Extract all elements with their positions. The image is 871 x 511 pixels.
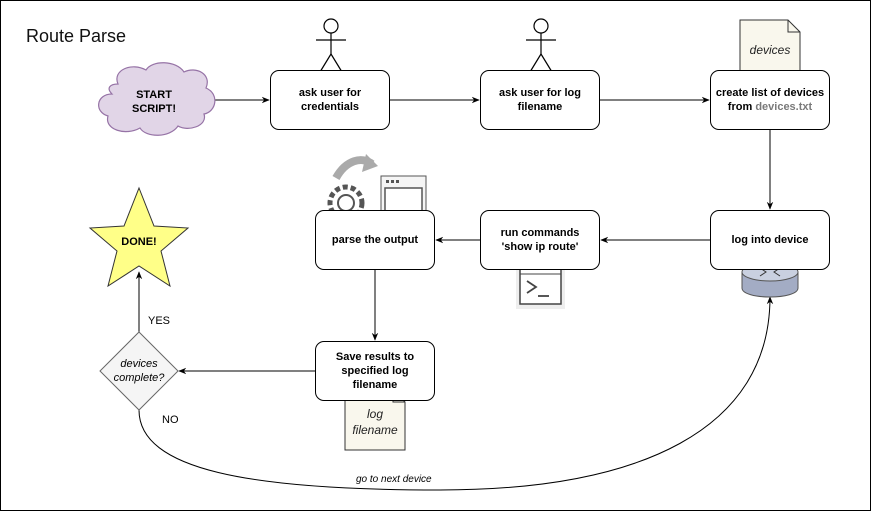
save-results-node[interactable]: Save results to specified log filename: [315, 341, 435, 401]
ask-log-filename-node[interactable]: ask user for log filename: [480, 70, 600, 130]
decision-label: devices complete?: [113, 358, 165, 385]
done-label: DONE!: [121, 236, 157, 248]
user-actor-icon: [526, 18, 556, 73]
log-into-device-label: log into device: [731, 233, 809, 246]
ask-credentials-label: ask user for credentials: [298, 86, 362, 113]
log-into-device-node[interactable]: log into device: [710, 210, 830, 270]
start-node-label: START SCRIPT!: [132, 89, 176, 116]
log-filename-document-label: log filename: [352, 407, 398, 437]
edge-decision-no-loop: [138, 296, 774, 491]
parse-output-node[interactable]: parse the output: [315, 210, 435, 270]
devices-file-name: devices.txt: [755, 101, 813, 113]
start-cloud: [98, 62, 216, 136]
yes-edge-label: YES: [148, 315, 171, 327]
devices-document-label: devices: [749, 43, 791, 57]
create-device-list-node[interactable]: create list of devices from devices.txt: [710, 70, 830, 130]
no-edge-label: NO: [162, 414, 179, 426]
run-commands-label: run commands 'show ip route': [500, 226, 580, 253]
create-device-list-text: create list of devices from: [715, 86, 825, 113]
ask-log-filename-label: ask user for log filename: [499, 86, 581, 113]
diagram-title: Route Parse: [26, 26, 127, 46]
create-device-list-label: create list of devices from devices.txt: [715, 86, 825, 115]
save-results-label: Save results to specified log filename: [335, 350, 415, 392]
decision-diamond: [99, 331, 179, 411]
user-actor-icon: [316, 18, 346, 73]
devices-document-icon: [739, 19, 801, 81]
next-device-edge-label: go to next device: [356, 474, 432, 485]
done-star: [88, 186, 190, 288]
ask-credentials-node[interactable]: ask user for credentials: [270, 70, 390, 130]
run-commands-node[interactable]: run commands 'show ip route': [480, 210, 600, 270]
parse-output-label: parse the output: [331, 233, 419, 246]
